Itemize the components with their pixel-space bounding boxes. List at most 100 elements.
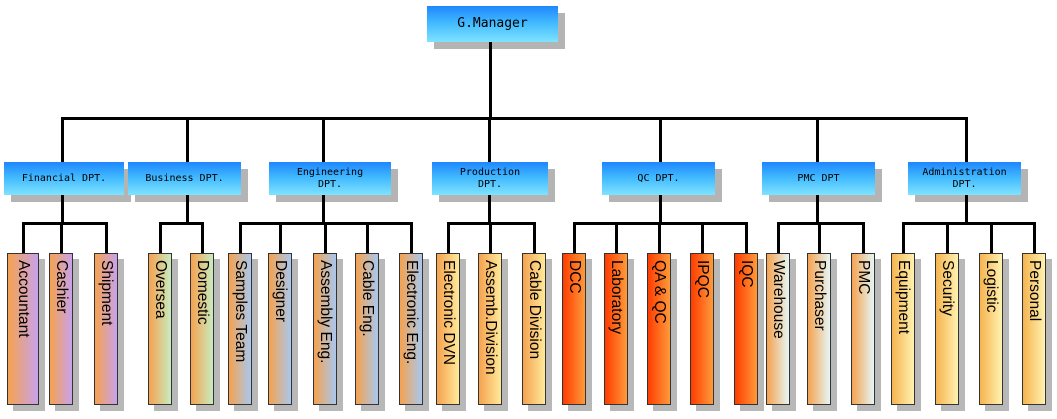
department-drop-line xyxy=(488,117,491,163)
unit-card: Designer xyxy=(268,253,292,405)
unit-drop-line xyxy=(615,222,618,254)
unit-card: DCC xyxy=(562,253,586,405)
unit-card: Samples Team xyxy=(228,253,252,405)
unit-drop-line xyxy=(105,222,108,254)
department-box: PMC DPT xyxy=(762,162,875,195)
unit-card: Warehouse xyxy=(766,253,790,405)
department-stem-line xyxy=(659,195,662,224)
unit-card: Electronic DVN xyxy=(436,253,460,405)
unit-card: IQC xyxy=(734,253,758,405)
unit-label: DCC xyxy=(565,260,583,294)
unit-card: Shipment xyxy=(94,253,118,405)
department-stem-line xyxy=(61,195,64,224)
unit-label: IQC xyxy=(737,260,755,288)
unit-label: Logistic xyxy=(982,260,1000,313)
unit-label: Purchaser xyxy=(810,260,828,331)
unit-card: Domestic xyxy=(190,253,214,405)
unit-drop-line xyxy=(201,222,204,254)
unit-label: Warehouse xyxy=(769,260,787,339)
unit-bus-line xyxy=(777,222,865,225)
unit-label: PMC xyxy=(854,260,872,295)
unit-drop-line xyxy=(22,222,25,254)
unit-card: Laboratory xyxy=(604,253,628,405)
unit-card: Cable Division xyxy=(522,253,546,405)
unit-card: QA & QC xyxy=(647,253,671,405)
unit-card: Security xyxy=(935,253,959,405)
unit-card: Cable Eng. xyxy=(355,253,379,405)
unit-drop-line xyxy=(489,222,492,254)
department-drop-line xyxy=(816,117,819,163)
unit-card: Assemb.Division xyxy=(478,253,502,405)
department-bus-line xyxy=(61,117,968,120)
unit-label: Assemb.Division xyxy=(481,260,499,375)
unit-card: Personal xyxy=(1022,253,1046,405)
unit-drop-line xyxy=(324,222,327,254)
unit-drop-line xyxy=(573,222,576,254)
unit-drop-line xyxy=(902,222,905,254)
unit-bus-line xyxy=(22,222,108,225)
department-drop-line xyxy=(186,117,189,163)
department-box: Business DPT. xyxy=(128,162,241,195)
unit-label: QA & QC xyxy=(650,260,668,324)
unit-card: Accountant xyxy=(7,253,39,405)
unit-drop-line xyxy=(1033,222,1036,254)
unit-bus-line xyxy=(159,222,204,225)
department-stem-line xyxy=(488,195,491,224)
department-drop-line xyxy=(322,117,325,163)
unit-drop-line xyxy=(366,222,369,254)
unit-card: IPQC xyxy=(690,253,714,405)
unit-label: Cashier xyxy=(52,260,70,314)
unit-card: PMC xyxy=(851,253,875,405)
department-box: QC DPT. xyxy=(602,162,715,195)
department-box: Engineering DPT. xyxy=(269,162,391,195)
unit-label: Equipment xyxy=(894,260,912,335)
unit-drop-line xyxy=(745,222,748,254)
unit-label: Cable Eng. xyxy=(358,260,376,337)
unit-card: Logistic xyxy=(979,253,1003,405)
unit-drop-line xyxy=(447,222,450,254)
unit-label: Cable Division xyxy=(525,260,543,360)
department-stem-line xyxy=(186,195,189,224)
unit-card: Electronic Eng. xyxy=(399,253,423,405)
unit-drop-line xyxy=(159,222,162,254)
department-stem-line xyxy=(965,195,968,224)
department-stem-line xyxy=(816,195,819,224)
gm-connector-line xyxy=(489,42,492,119)
unit-card: Cashier xyxy=(49,253,73,405)
unit-drop-line xyxy=(279,222,282,254)
unit-label: Electronic Eng. xyxy=(402,260,420,365)
unit-card: Equipment xyxy=(891,253,915,405)
department-drop-line xyxy=(61,117,64,163)
unit-label: Personal xyxy=(1025,260,1043,322)
unit-drop-line xyxy=(658,222,661,254)
unit-label: IPQC xyxy=(693,260,711,298)
department-box: Financial DPT. xyxy=(4,162,124,195)
unit-drop-line xyxy=(60,222,63,254)
unit-label: Electronic DVN xyxy=(439,260,457,366)
unit-drop-line xyxy=(533,222,536,254)
unit-label: Security xyxy=(938,260,956,316)
unit-drop-line xyxy=(777,222,780,254)
unit-drop-line xyxy=(990,222,993,254)
unit-label: Assembly Eng. xyxy=(316,260,334,364)
unit-drop-line xyxy=(946,222,949,254)
unit-label: Domestic xyxy=(193,260,211,325)
unit-label: Shipment xyxy=(97,260,115,326)
unit-label: Samples Team xyxy=(231,260,249,363)
general-manager-box: G.Manager xyxy=(427,6,558,42)
unit-drop-line xyxy=(239,222,242,254)
unit-card: Oversea xyxy=(148,253,172,405)
department-stem-line xyxy=(322,195,325,224)
unit-drop-line xyxy=(862,222,865,254)
unit-label: Accountant xyxy=(14,260,32,338)
unit-bus-line xyxy=(902,222,1036,225)
unit-drop-line xyxy=(818,222,821,254)
unit-drop-line xyxy=(701,222,704,254)
unit-label: Oversea xyxy=(151,260,169,319)
unit-label: Designer xyxy=(271,260,289,323)
department-box: Production DPT. xyxy=(432,162,548,195)
unit-label: Laboratory xyxy=(607,260,625,335)
unit-card: Purchaser xyxy=(807,253,831,405)
department-drop-line xyxy=(659,117,662,163)
